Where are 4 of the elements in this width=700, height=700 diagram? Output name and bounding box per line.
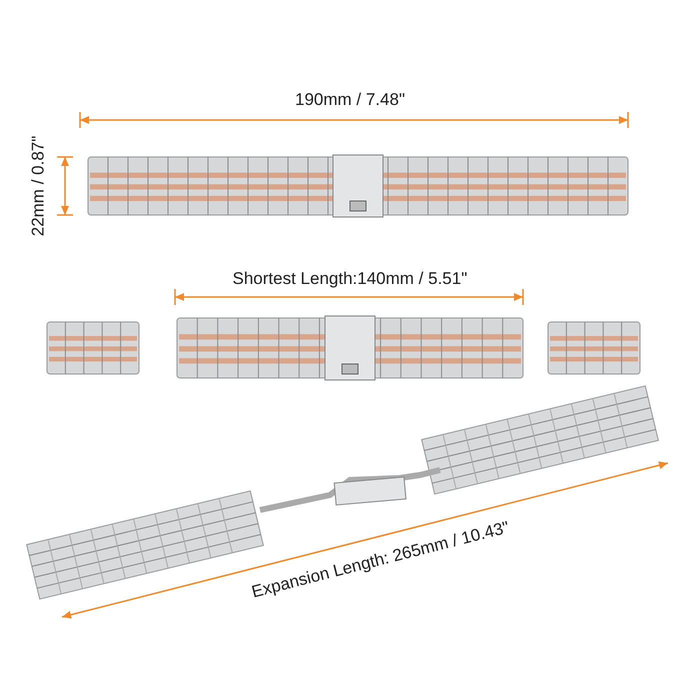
dimension-label: 190mm / 7.48" (295, 90, 405, 110)
dimension-label: Shortest Length:140mm / 5.51" (232, 269, 468, 289)
dimension-label: Expansion Length: 265mm / 10.43" (249, 518, 511, 602)
dimension-label: 22mm / 0.87" (28, 136, 48, 236)
